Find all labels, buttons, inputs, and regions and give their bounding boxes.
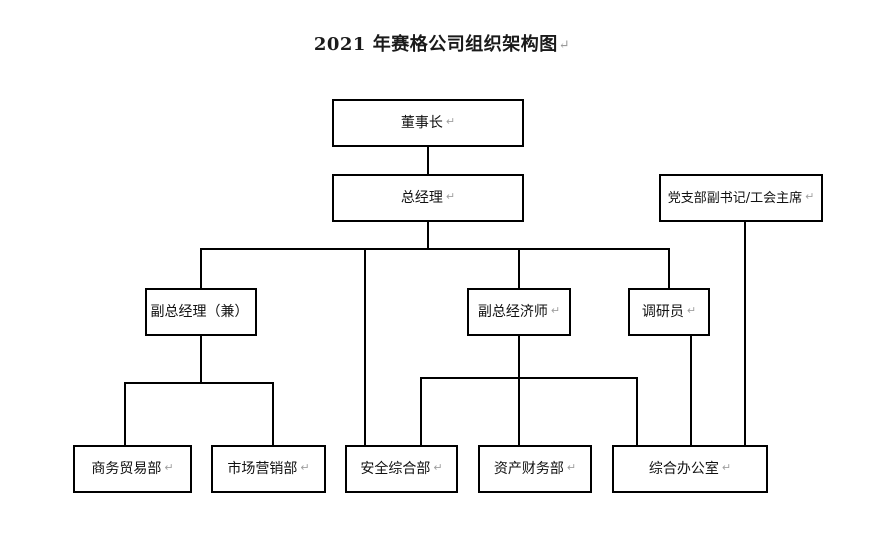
edge-bus-to-safety [364,248,366,447]
paragraph-mark-icon: ↵ [445,190,456,203]
edge-bus-to-researcher [668,248,670,290]
paragraph-mark-icon: ↵ [721,461,732,474]
node-deputy-gm[interactable]: 副总经理（兼） [145,288,257,336]
node-party-branch-label: 党支部副书记/工会主席↵ [667,190,815,206]
node-researcher-label: 调研员↵ [641,304,697,320]
edge-general-manager-drop [427,222,429,250]
paragraph-mark-icon: ↵ [164,461,174,474]
bus-deputy-gm [124,382,274,384]
node-deputy-chief-economist-label: 副总经济师↵ [477,304,561,320]
node-general-office-label: 综合办公室↵ [648,461,732,477]
bus-general-manager [200,248,670,250]
edge-party-branch-to-general-office [744,222,746,446]
edge-bus-to-business-trade [124,382,126,446]
node-general-manager[interactable]: 总经理↵ [332,174,524,222]
node-marketing-label: 市场营销部↵ [227,461,310,477]
node-marketing[interactable]: 市场营销部↵ [211,445,326,493]
paragraph-mark-icon: ↵ [805,190,815,203]
node-party-branch[interactable]: 党支部副书记/工会主席↵ [659,174,823,222]
paragraph-mark-icon: ↵ [686,304,697,317]
edge-deputy-chief-economist-drop [518,336,520,379]
edge-bus-to-deputy-chief-economist [518,248,520,290]
node-chairman[interactable]: 董事长↵ [332,99,524,147]
page-title: 2021 年赛格公司组织架构图↵ [0,30,884,56]
node-asset-finance[interactable]: 资产财务部↵ [478,445,592,493]
node-general-manager-label: 总经理↵ [400,190,456,206]
node-general-office[interactable]: 综合办公室↵ [612,445,768,493]
node-safety-label: 安全综合部↵ [360,461,443,477]
node-business-trade-label: 商务贸易部↵ [91,461,174,477]
node-deputy-gm-label: 副总经理（兼） [150,304,249,320]
edge-bus-to-marketing [272,382,274,446]
node-safety[interactable]: 安全综合部↵ [345,445,458,493]
node-business-trade[interactable]: 商务贸易部↵ [73,445,192,493]
paragraph-mark-icon: ↵ [550,304,561,317]
node-asset-finance-label: 资产财务部↵ [493,461,577,477]
paragraph-mark-icon: ↵ [433,461,443,474]
page-title-text: 2021 年赛格公司组织架构图 [313,34,558,55]
paragraph-mark-icon: ↵ [558,38,571,53]
edge-economist-bus-to-asset-finance [518,377,520,446]
edge-economist-bus-to-general-office [636,377,638,446]
node-deputy-chief-economist[interactable]: 副总经济师↵ [467,288,571,336]
paragraph-mark-icon: ↵ [445,115,456,128]
edge-bus-to-deputy-gm [200,248,202,290]
paragraph-mark-icon: ↵ [566,461,577,474]
node-researcher[interactable]: 调研员↵ [628,288,710,336]
bus-deputy-chief-economist [420,377,638,379]
edge-deputy-gm-drop [200,336,202,383]
edge-chairman-to-general-manager [427,147,429,176]
paragraph-mark-icon: ↵ [300,461,310,474]
node-chairman-label: 董事长↵ [400,115,456,131]
edge-researcher-to-general-office [690,336,692,446]
edge-economist-bus-to-safety [420,377,422,446]
